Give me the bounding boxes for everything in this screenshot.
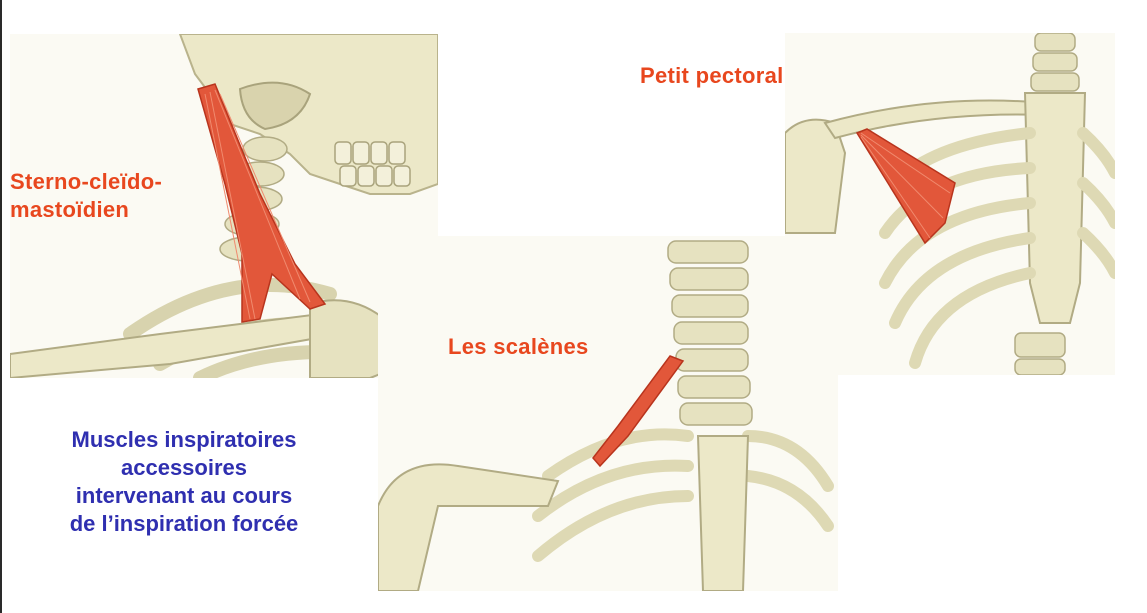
caption-line-3: intervenant au cours [75, 483, 293, 508]
pectoral-illustration [785, 33, 1115, 375]
scm-label-line1: Sterno-cleïdo- [10, 169, 163, 194]
scalenes-illustration [378, 236, 838, 591]
scm-label: Sterno-cleïdo- mastoïdien [10, 168, 162, 224]
caption: Muscles inspiratoires accessoires interv… [8, 426, 360, 538]
caption-line-1: Muscles inspiratoires [71, 427, 297, 452]
pectoral-label: Petit pectoral [640, 63, 784, 88]
caption-line-2: accessoires [121, 455, 247, 480]
scm-illustration [10, 34, 438, 378]
caption-line-4: de l’inspiration forcée [69, 511, 299, 536]
left-border [0, 0, 2, 613]
scalenes-label: Les scalènes [448, 334, 589, 359]
scm-label-line2: mastoïdien [10, 197, 130, 222]
